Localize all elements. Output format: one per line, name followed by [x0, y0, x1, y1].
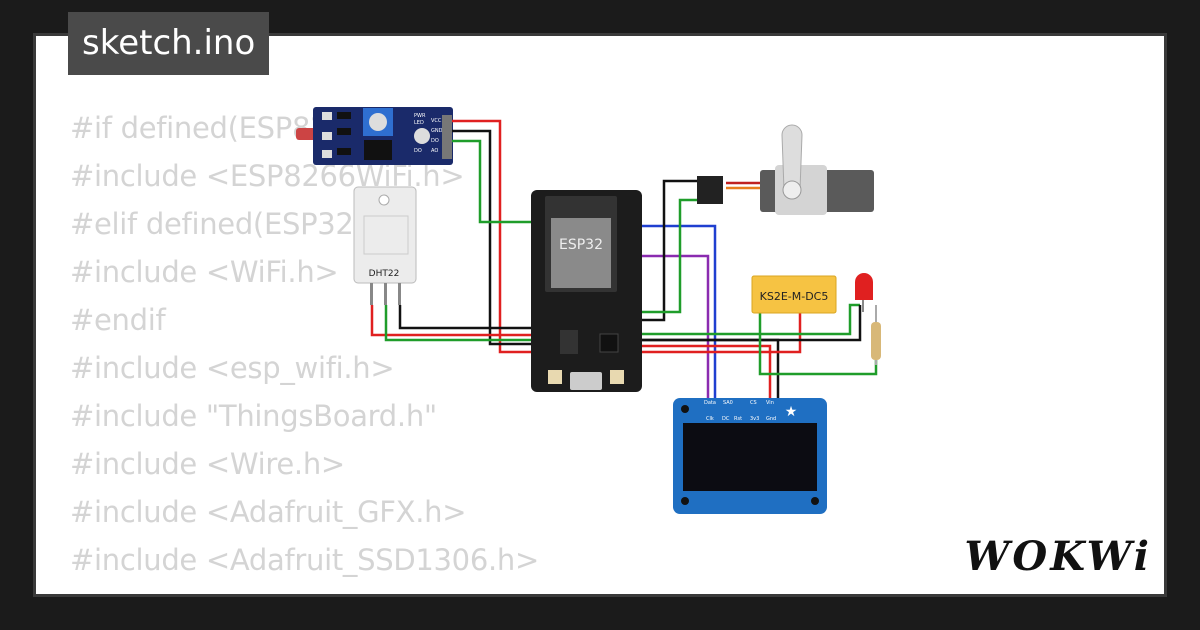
red-led[interactable] [855, 273, 873, 312]
oled-pin-sa0: SA0 [723, 400, 733, 406]
servo-motor[interactable] [697, 124, 874, 215]
esp32-label: ESP32 [559, 237, 603, 253]
svg-text:★: ★ [785, 404, 798, 420]
ldr-pwr-label: PWR [414, 113, 426, 119]
code-listing: #if defined(ESP8266) #include <ESP8266Wi… [70, 104, 539, 594]
ldr-pin-vcc: VCC [431, 118, 442, 124]
ldr-pin-do: DO [431, 138, 439, 144]
ldr-sensor-module[interactable]: PWR LED DO VCC GND DO AO [296, 107, 453, 165]
wokwi-logo[interactable]: WOKWi [964, 533, 1152, 580]
oled-pin-gnd: Gnd [766, 416, 776, 422]
code-line: #elif defined(ESP32) [70, 207, 365, 241]
dht22-label: DHT22 [369, 269, 400, 279]
relay-module[interactable]: KS2E-M-DC5 [751, 275, 837, 314]
code-line: #include <Adafruit_SSD1306.h> [70, 543, 539, 577]
oled-pin-3v3: 3v3 [750, 416, 759, 422]
oled-pin-clk: Clk [706, 416, 714, 422]
oled-pin-rst: Rst [734, 416, 742, 422]
code-line: #include <esp_wifi.h> [70, 351, 395, 385]
esp32-board[interactable]: ESP32 [531, 190, 642, 392]
oled-pin-dc: DC [722, 416, 730, 422]
code-line: #include "DHT.h" [70, 584, 539, 594]
code-preview-card: #if defined(ESP8266) #include <ESP8266Wi… [33, 33, 1167, 597]
code-line: #include "ThingsBoard.h" [70, 399, 437, 433]
code-line: #include <Wire.h> [70, 447, 345, 481]
resistor[interactable] [871, 305, 881, 365]
code-line: #endif [70, 303, 166, 337]
wires [370, 119, 878, 402]
oled-display[interactable]: ★ Data SA0 CS Vin Clk DC Rst 3v3 Gnd [673, 398, 827, 514]
code-line: #include <WiFi.h> [70, 255, 339, 289]
oled-pin-data: Data [704, 400, 716, 406]
ldr-pin-gnd: GND [431, 128, 443, 134]
oled-pin-vin: Vin [766, 400, 774, 406]
dht22-sensor[interactable]: DHT22 [353, 186, 417, 305]
ldr-led-label: LED [414, 120, 424, 126]
file-tab[interactable]: sketch.ino [68, 12, 270, 75]
relay-label: KS2E-M-DC5 [760, 290, 829, 303]
oled-pin-cs: CS [750, 400, 757, 406]
code-line: #include <Adafruit_GFX.h> [70, 495, 467, 529]
ldr-do-label: DO [414, 148, 422, 154]
ldr-pin-ao: AO [431, 148, 438, 154]
